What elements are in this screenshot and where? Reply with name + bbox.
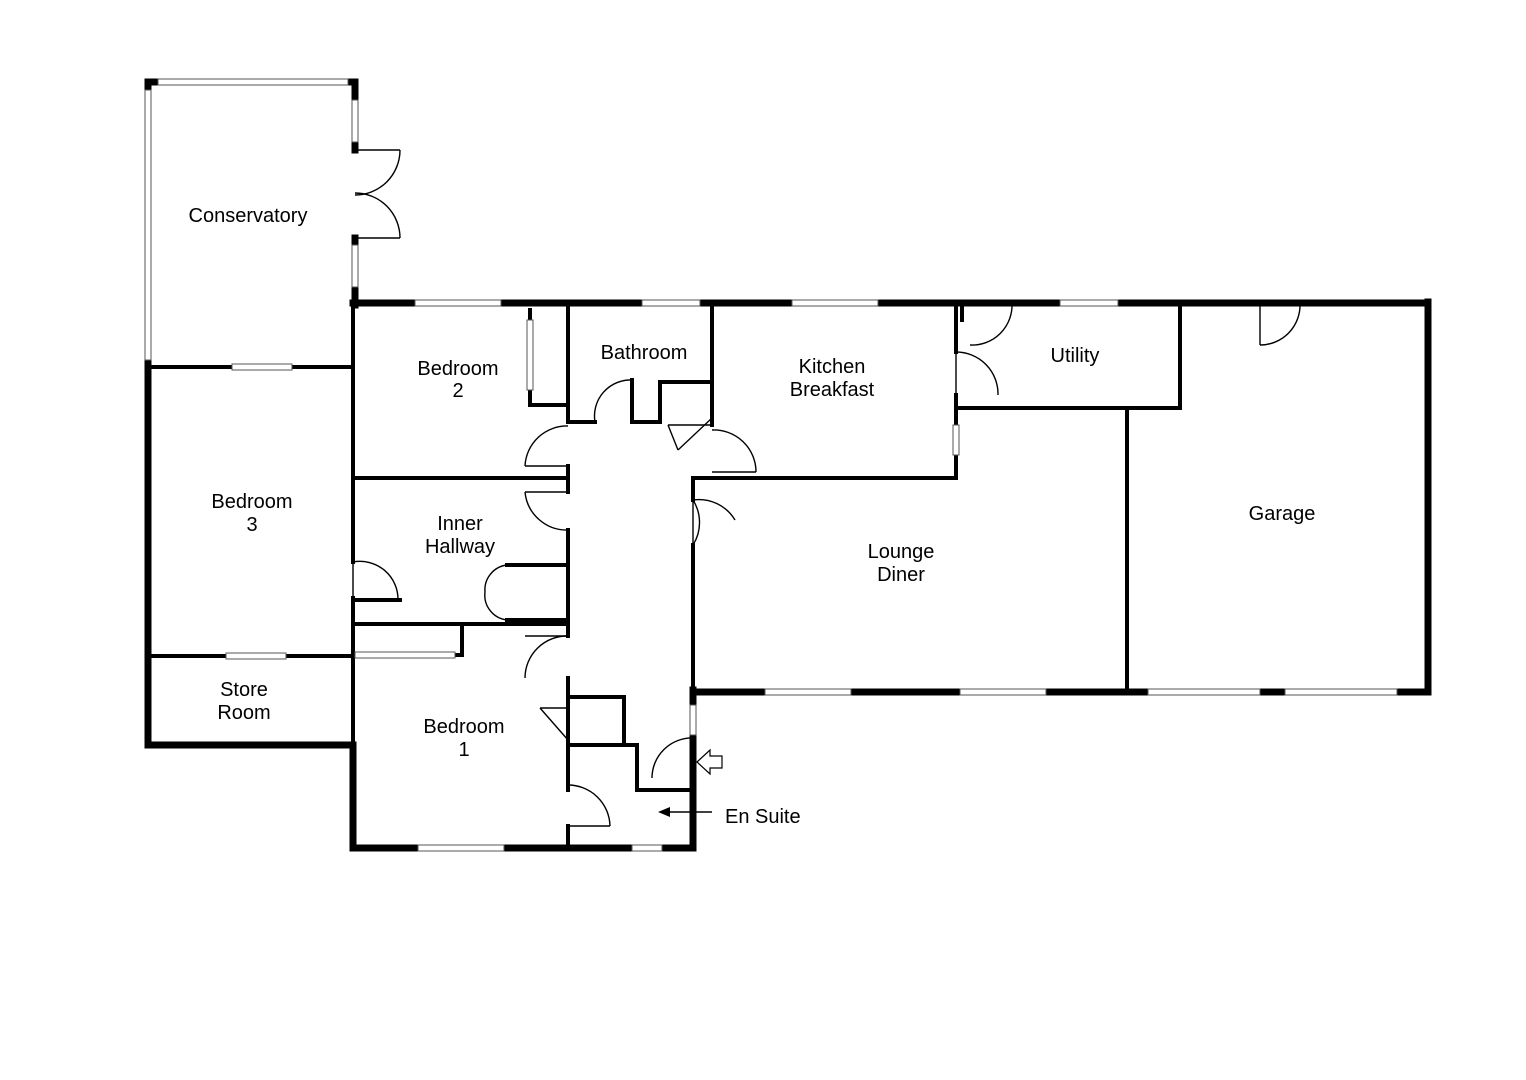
window — [791, 299, 879, 307]
doors — [225, 149, 1301, 827]
window — [1147, 688, 1261, 696]
window — [157, 78, 349, 86]
en-suite-label: En Suite — [725, 806, 801, 828]
room-label-garage: Garage — [1249, 503, 1316, 525]
window — [952, 424, 960, 456]
room-label-conservatory: Conservatory — [189, 205, 308, 227]
window — [351, 244, 359, 288]
window — [641, 299, 701, 307]
windows — [144, 78, 1398, 852]
en-suite-pointer-icon — [658, 807, 712, 817]
interior-walls — [146, 301, 1182, 850]
window — [631, 844, 663, 852]
window — [144, 89, 152, 361]
window — [959, 688, 1047, 696]
window — [414, 299, 502, 307]
entrance-arrow-icon — [696, 748, 723, 776]
window — [1284, 688, 1398, 696]
room-label-bathroom: Bathroom — [601, 342, 688, 364]
exterior-walls — [144, 78, 1432, 852]
room-label-utility: Utility — [1051, 345, 1100, 367]
window — [417, 844, 505, 852]
window — [351, 99, 359, 143]
window — [1059, 299, 1119, 307]
window — [689, 704, 697, 736]
window — [764, 688, 852, 696]
